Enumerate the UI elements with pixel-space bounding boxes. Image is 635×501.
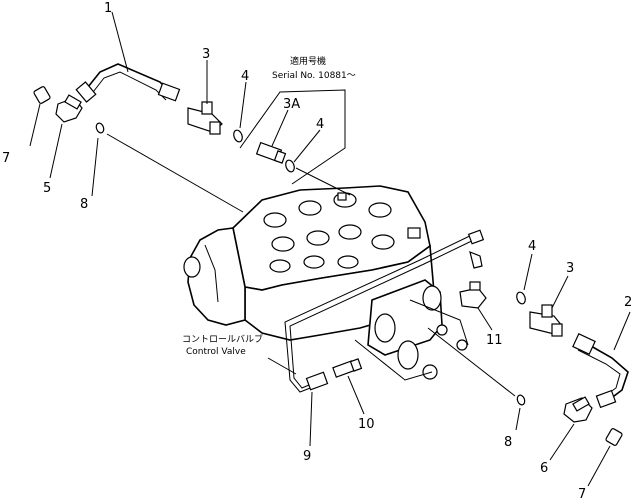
callout-4-mid: 4 [316,117,324,132]
hose-assembly-2 [572,333,629,409]
callout-8-right: 8 [504,435,512,450]
o-ring-4-right [516,291,526,305]
callout-5: 5 [43,181,51,196]
elbow-5 [55,94,83,123]
callout-2: 2 [624,295,632,310]
tee-fitting-3-left [187,101,223,135]
o-ring-4-left [233,129,243,143]
pilot-tube-loop [284,231,479,393]
plug-7-right [605,428,623,446]
callout-9: 9 [303,449,311,464]
o-ring-8-right [516,394,526,406]
callout-6: 6 [540,461,548,476]
callout-8-left: 8 [80,197,88,212]
callout-11: 11 [486,333,503,348]
leader-lines [29,11,631,487]
o-ring-4-mid [285,159,295,173]
elbow-6 [563,396,593,423]
adapter-3a [255,141,287,164]
callout-10: 10 [358,417,375,432]
plug-7-left [33,86,51,104]
o-ring-8-left [95,122,105,134]
control-valve [183,185,469,381]
callout-3a: 3A [283,97,300,112]
callout-7-right: 7 [578,487,586,501]
callout-3-left: 3 [202,47,210,62]
component-label-en: Control Valve [186,347,246,357]
component-label-jp: コントロールバルブ [182,333,263,345]
callout-4-right: 4 [528,239,536,254]
callout-4-left: 4 [241,69,249,84]
adapter-10 [332,358,363,378]
callout-1: 1 [104,1,112,16]
tee-fitting-3-right [529,304,563,337]
hose-assembly-1 [75,63,181,103]
callout-3-right: 3 [566,261,574,276]
serial-note-jp: 適用号機 [290,55,326,67]
serial-note-en: Serial No. 10881～ [272,71,356,81]
tee-11 [459,281,487,309]
fitting-9 [305,371,329,391]
spool-housings [354,279,469,381]
callout-7-left: 7 [2,151,10,166]
